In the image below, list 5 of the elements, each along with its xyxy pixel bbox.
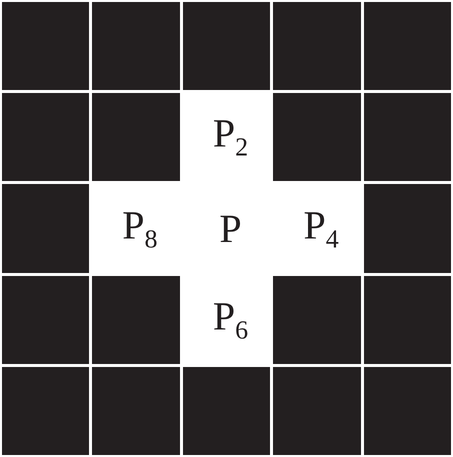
- pixel-label: P$_{6}$: [212, 296, 248, 344]
- pixel-label: P$_{4}$: [303, 205, 339, 252]
- pixel-label: P$_{8}$: [122, 205, 158, 252]
- pixel-label: P: [219, 208, 242, 248]
- pixel-label: P$_{2}$: [212, 114, 248, 161]
